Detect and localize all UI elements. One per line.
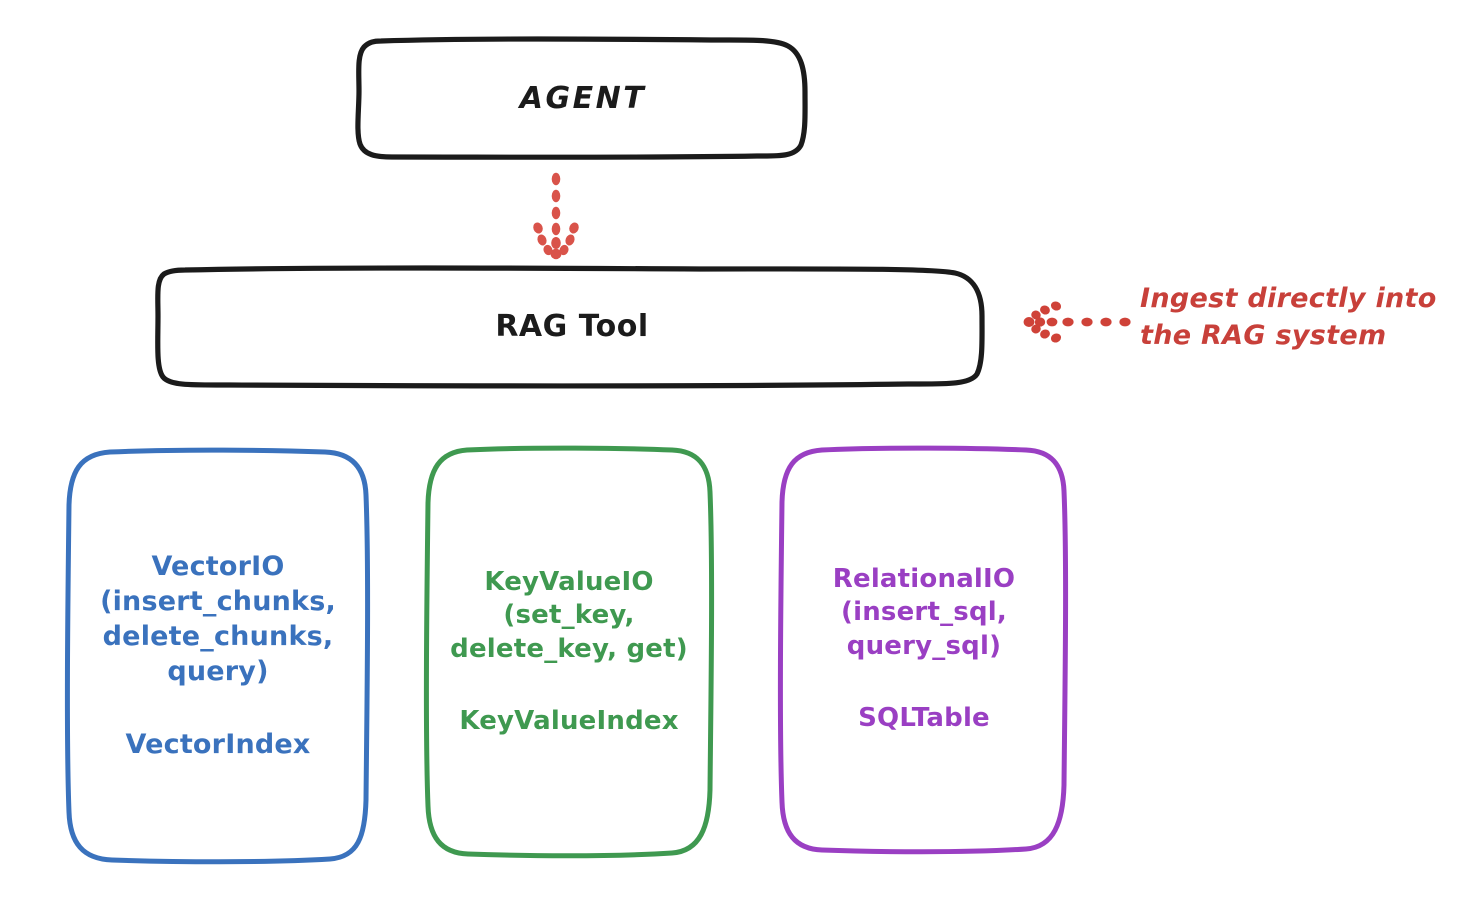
- ingest-annotation-label: Ingest directly into the RAG system: [1140, 283, 1437, 352]
- agent-node-label: AGENT: [519, 80, 647, 116]
- vector-io-title: VectorIO: [151, 550, 285, 582]
- relational-io-title: RelationalIO: [832, 563, 1016, 594]
- relational-io-index: SQLTable: [858, 702, 990, 733]
- key-value-io-title: KeyValueIO: [484, 566, 654, 597]
- rag-tool-node-label: RAG Tool: [495, 308, 649, 344]
- vector-io-index: VectorIndex: [125, 729, 311, 761]
- relational-io-node-label: RelationalIO (insert_sql, query_sql) SQL…: [783, 448, 1065, 850]
- key-value-io-node-label: KeyValueIO (set_key, delete_key, get) Ke…: [428, 448, 710, 856]
- key-value-io-methods: (set_key, delete_key, get): [450, 599, 688, 664]
- key-value-io-index: KeyValueIndex: [459, 705, 679, 736]
- relational-io-methods: (insert_sql, query_sql): [841, 596, 1007, 661]
- vector-io-methods: (insert_chunks, delete_chunks, query): [100, 586, 336, 688]
- dotted-arrow-left-icon: [1023, 301, 1131, 343]
- vector-io-node-label: VectorIO (insert_chunks, delete_chunks, …: [68, 450, 368, 862]
- dotted-arrow-down-icon: [533, 172, 579, 260]
